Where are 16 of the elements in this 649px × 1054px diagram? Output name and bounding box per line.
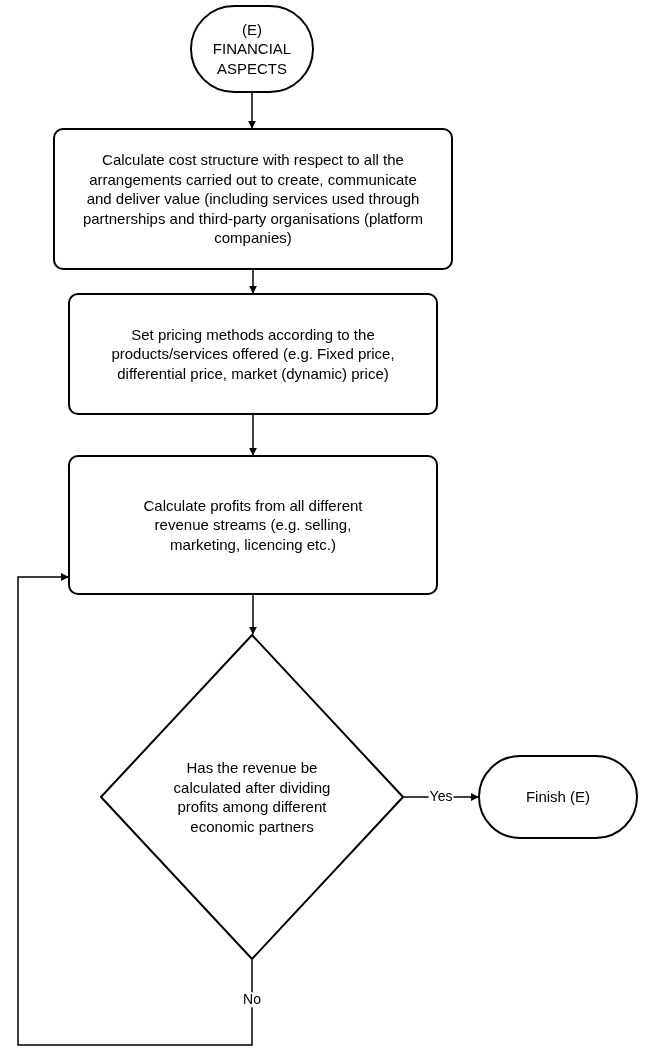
node-text: (E) FINANCIAL ASPECTS — [211, 19, 293, 79]
process-box — [68, 455, 438, 595]
edge-label: No — [242, 992, 262, 1008]
node-text: Set pricing methods according to the products/services offered (e.g. Fixed price, differential price, market (dynamic) price) — [110, 324, 396, 384]
arrow — [17, 573, 253, 1046]
arrow — [249, 269, 257, 294]
node-text: Calculate cost structure with respect to all the arrangements carried out to create, communicate and deliver value (including services used through partnerships and third-party organisations (platform companies) — [81, 150, 425, 248]
node-text: Finish (E) — [525, 787, 591, 807]
arrow — [249, 414, 257, 456]
process-box — [53, 128, 453, 270]
decision-diamond — [100, 634, 404, 960]
process-box — [68, 293, 438, 415]
arrow — [249, 594, 257, 635]
node-text: Has the revenue be calculated after dividing profits among different economic partners — [172, 758, 332, 836]
arrow — [248, 92, 256, 129]
node-text: Calculate profits from all different revenue streams (e.g. selling, marketing, licencing etc.) — [142, 495, 364, 555]
